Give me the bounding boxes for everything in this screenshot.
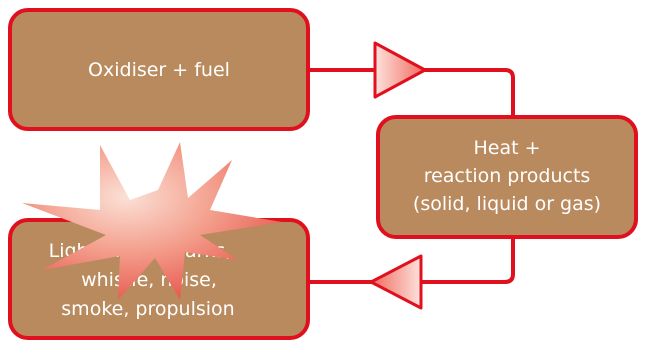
connector-oxidiser-to-heat bbox=[305, 68, 515, 118]
effects-label-line-2: whistle, noise, bbox=[81, 269, 217, 291]
heat-products-label-line-2: reaction products bbox=[424, 165, 591, 187]
connector-heat-to-effects bbox=[305, 236, 515, 284]
explosion-burst-icon bbox=[22, 142, 282, 300]
arrow-left-marker bbox=[369, 254, 423, 310]
arrow-right-marker bbox=[373, 41, 427, 99]
oxidiser-fuel-label: Oxidiser + fuel bbox=[88, 59, 230, 81]
heat-products-label-line-3: (solid, liquid or gas) bbox=[413, 193, 601, 215]
oxidiser-fuel-box bbox=[8, 8, 310, 131]
effects-label-line-3: smoke, propulsion bbox=[61, 298, 234, 320]
heat-products-box bbox=[376, 115, 638, 239]
heat-products-label-line-1: Heat + bbox=[473, 137, 540, 159]
